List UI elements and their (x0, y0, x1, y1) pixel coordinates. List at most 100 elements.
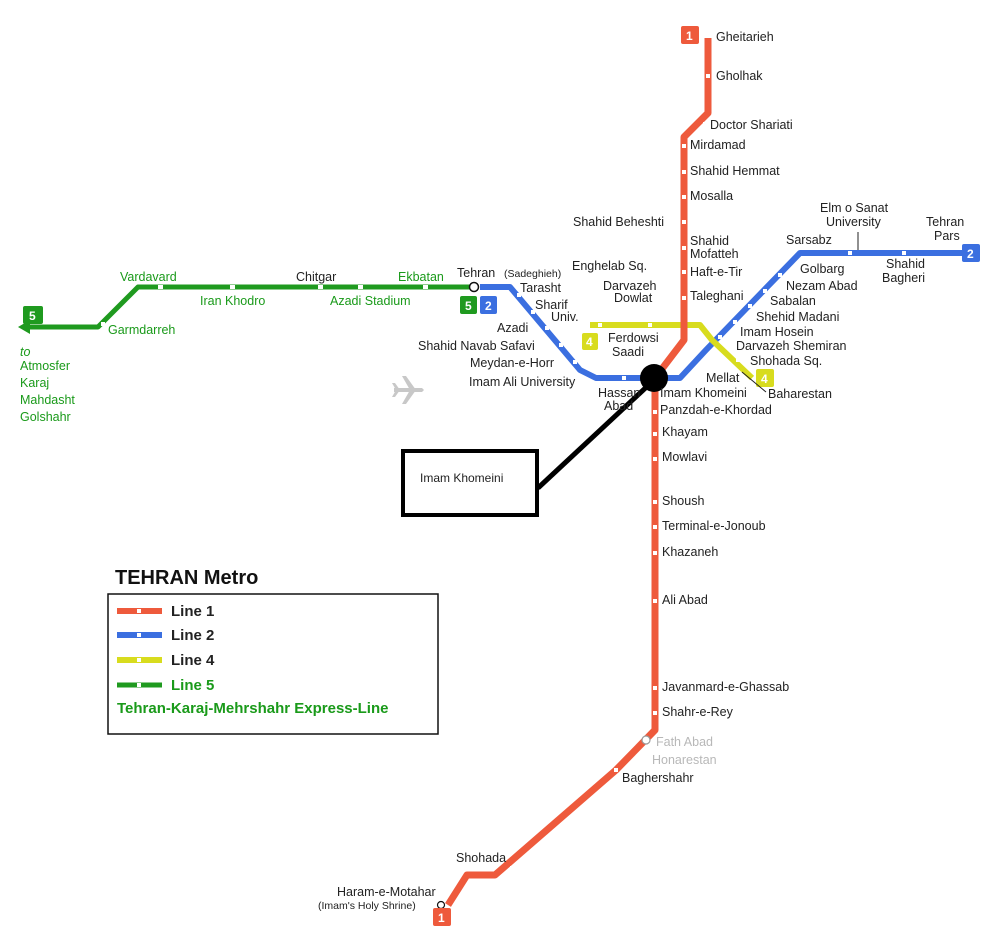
station-dot (545, 326, 549, 330)
station-label: Haram-e-Motahar (337, 885, 436, 899)
line-2-station-dots (517, 251, 906, 380)
station-label: Gheitarieh (716, 30, 774, 44)
legend-item-label: Line 1 (171, 603, 214, 620)
station-label: Tehran (457, 266, 495, 280)
interchange-marker (436, 900, 446, 910)
airplane-icon (392, 376, 424, 404)
badge-line5-west: 5 (23, 306, 43, 324)
legend-item-label: Line 5 (171, 677, 214, 694)
station-label: Vardavard (120, 270, 177, 284)
station-label: Nezam Abad (786, 279, 858, 293)
station-label: Honarestan (652, 753, 717, 767)
destination-label: to (20, 345, 30, 359)
station-dot (653, 686, 657, 690)
station-label: (Sadeghieh) (504, 268, 561, 280)
station-dot (703, 122, 707, 126)
station-label: Baharestan (768, 387, 832, 401)
station-dot (653, 599, 657, 603)
badge-line1-bottom: 1 (433, 908, 451, 926)
station-label: Shehid Madani (756, 310, 839, 324)
station-dot (733, 320, 737, 324)
badge-line4-east: 4 (756, 369, 774, 387)
station-label: Meydan-e-Horr (470, 356, 554, 370)
station-label: Shohada (456, 851, 506, 865)
station-label: Baghershahr (622, 771, 694, 785)
station-dot (778, 273, 782, 277)
station-label: Mowlavi (662, 450, 707, 464)
station-dot (648, 323, 652, 327)
line-4 (590, 322, 755, 381)
legend-title: TEHRAN Metro (115, 567, 258, 589)
svg-text:5: 5 (465, 299, 472, 313)
station-dot (158, 285, 163, 289)
callout-box (401, 449, 539, 517)
destination-label: Golshahr (20, 410, 71, 424)
station-label: Doctor Shariati (710, 118, 793, 132)
station-label: Mellat (706, 371, 740, 385)
station-label: Darvazeh (603, 279, 657, 293)
station-label: Ali Abad (662, 593, 708, 607)
station-dot (848, 251, 852, 255)
station-label: Dowlat (614, 291, 653, 305)
line-1-station-dots (510, 74, 710, 870)
station-label: Shahid Beheshti (573, 215, 664, 229)
legend: TEHRAN Metro Line 1 Line 2 Line 4 Line 5… (107, 567, 439, 735)
station-dot (653, 525, 657, 529)
badge-line5-junction: 5 (460, 296, 477, 314)
station-dot (423, 285, 428, 289)
station-label: Hassan (598, 386, 640, 400)
svg-text:4: 4 (586, 335, 593, 349)
line-4-track (590, 322, 755, 381)
station-label: Darvazeh Shemiran (736, 339, 847, 353)
station-label: Shahid Navab Safavi (418, 339, 535, 353)
station-dot (230, 285, 235, 289)
station-dot (559, 343, 563, 347)
station-dot (653, 500, 657, 504)
station-label: Shohada Sq. (750, 354, 822, 368)
station-label: Terminal-e-Jonoub (662, 519, 766, 533)
station-label: Ekbatan (398, 270, 444, 284)
station-dot (358, 285, 363, 289)
station-dot (531, 310, 535, 314)
station-label: Tarasht (520, 281, 562, 295)
svg-text:5: 5 (29, 309, 36, 323)
station-label: Sharif (535, 298, 568, 312)
badge-line4-west: 4 (582, 333, 598, 350)
station-label: Imam Ali University (469, 375, 576, 389)
station-dot (101, 322, 105, 326)
station-dot (682, 296, 686, 300)
station-dot (653, 432, 657, 436)
station-dot (763, 289, 767, 293)
station-dot (653, 410, 657, 414)
line-4-station-dots (598, 323, 740, 362)
station-dot (706, 74, 710, 78)
station-label: Khazaneh (662, 545, 718, 559)
destination-label: Mahdasht (20, 393, 75, 407)
legend-item-label: Line 4 (171, 652, 215, 669)
station-label: Enghelab Sq. (572, 259, 647, 273)
station-label: Garmdarreh (108, 323, 175, 337)
station-dot (517, 293, 521, 297)
station-label: Shahid (886, 257, 925, 271)
station-label: Taleghani (690, 289, 744, 303)
station-label: Mosalla (690, 189, 733, 203)
badge-line2-west: 2 (480, 296, 497, 314)
station-label: Abad (604, 399, 633, 413)
legend-item-label: Line 2 (171, 627, 214, 644)
legend-item-line2: Line 2 (117, 627, 214, 644)
station-label: Imam Khomeini (660, 386, 747, 400)
legend-item-line5: Line 5 (117, 677, 214, 694)
legend-box (107, 593, 439, 735)
station-label: Shoush (662, 494, 704, 508)
destination-label: Atmosfer (20, 359, 70, 373)
station-label: Shahid (690, 234, 729, 248)
station-label: Javanmard-e-Ghassab (662, 680, 789, 694)
interchange-marker (641, 735, 651, 745)
line-2 (480, 232, 962, 381)
station-dot (736, 358, 740, 362)
svg-text:4: 4 (761, 372, 768, 386)
station-dot (653, 457, 657, 461)
station-dot (682, 270, 686, 274)
station-label: Gholhak (716, 69, 763, 83)
